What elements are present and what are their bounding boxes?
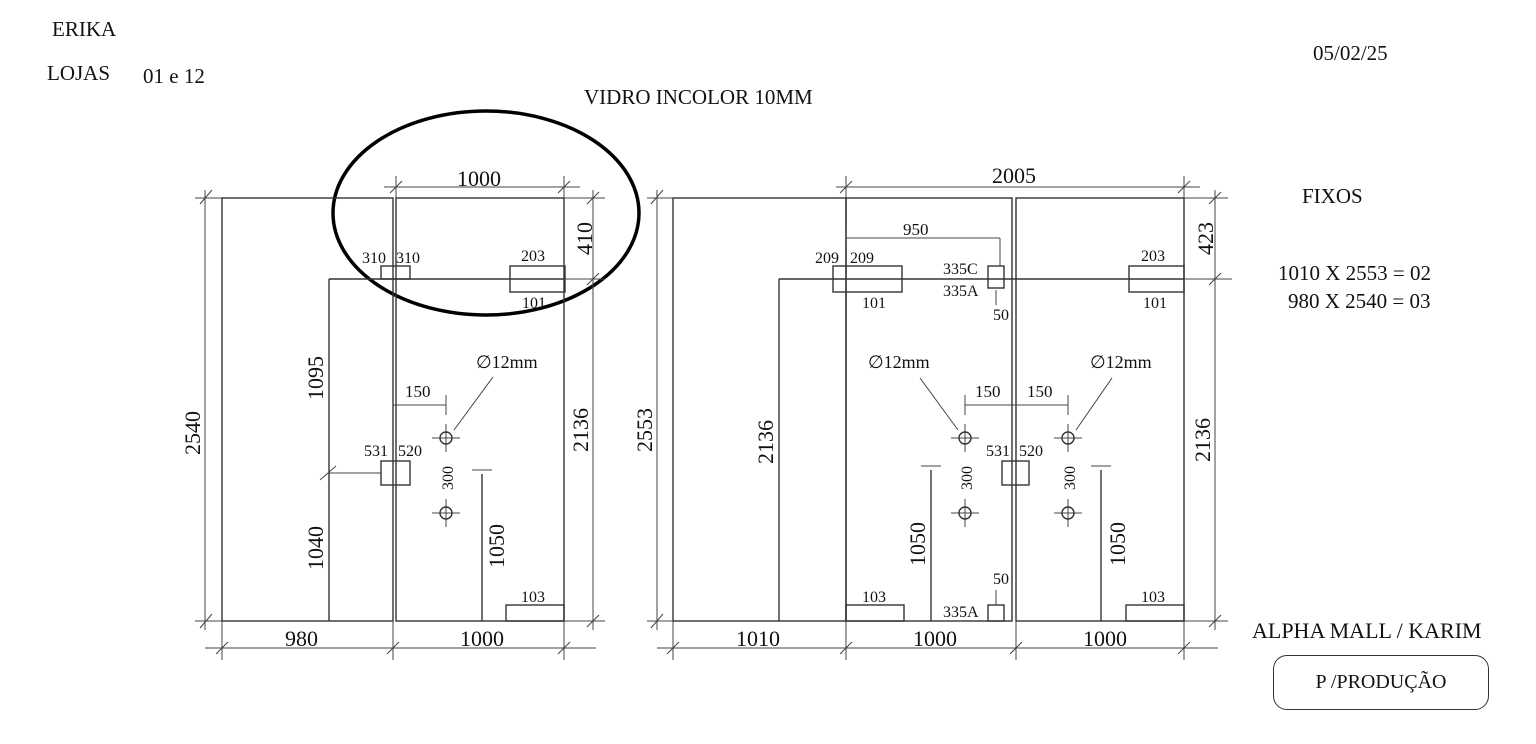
right-bottom-left: 1010 bbox=[736, 626, 780, 651]
right-hole-offset-left: 150 bbox=[975, 382, 1001, 401]
date: 05/02/25 bbox=[1313, 41, 1388, 65]
right-fitting-label: 103 bbox=[862, 589, 886, 606]
left-lower-height: 1040 bbox=[303, 526, 328, 570]
right-panel: 2553 2005 423 950 2136 2136 1050 1050 10… bbox=[632, 163, 1232, 660]
left-hole-offset: 150 bbox=[405, 382, 431, 401]
right-hole-left-top bbox=[958, 431, 972, 445]
right-hole-left-bottom bbox=[958, 506, 972, 520]
right-fitting-label: 209 bbox=[850, 250, 874, 267]
right-overall-height: 2553 bbox=[632, 408, 657, 452]
right-fitting-label: 203 bbox=[1141, 248, 1165, 265]
project-name: ALPHA MALL / KARIM bbox=[1252, 618, 1482, 643]
left-handle-height: 1050 bbox=[484, 524, 509, 568]
right-top-width: 2005 bbox=[992, 163, 1036, 188]
right-hole-spacing-left: 300 bbox=[959, 466, 976, 490]
left-panel: ∅12mm 150 300 2540 1000 410 1095 1040 21… bbox=[180, 166, 605, 660]
left-fitting-label: 101 bbox=[522, 295, 546, 312]
right-fitting-103-right bbox=[1125, 604, 1185, 622]
fixed-item-1: 1010 X 2553 = 02 bbox=[1278, 261, 1432, 285]
right-hole-offset-right: 150 bbox=[1027, 382, 1053, 401]
right-fitting-531 bbox=[1001, 460, 1030, 486]
right-hole-label-right: ∅12mm bbox=[1090, 352, 1152, 372]
right-handle-left: 1050 bbox=[905, 522, 930, 566]
right-fitting-label: 531 bbox=[986, 443, 1010, 460]
left-fitting-label: 310 bbox=[396, 250, 420, 267]
left-fitting-label: 203 bbox=[521, 248, 545, 265]
right-fitting-label: 50 bbox=[993, 571, 1009, 588]
right-fitting-label: 335A bbox=[943, 604, 979, 621]
right-handle-right: 1050 bbox=[1105, 522, 1130, 566]
left-top-height: 410 bbox=[572, 222, 597, 255]
left-hole-label: ∅12mm bbox=[476, 352, 538, 372]
stores-value: 01 e 12 bbox=[143, 64, 205, 88]
right-bottom-mid: 1000 bbox=[913, 626, 957, 651]
stores-label: LOJAS bbox=[47, 61, 111, 85]
right-offset: 950 bbox=[903, 220, 929, 239]
left-fitting-label: 520 bbox=[398, 443, 422, 460]
right-hole-label-left: ∅12mm bbox=[868, 352, 930, 372]
right-fitting-label: 101 bbox=[1143, 295, 1167, 312]
production-stamp: P /PRODUÇÃO bbox=[1273, 655, 1489, 710]
right-fitting-label: 520 bbox=[1019, 443, 1043, 460]
left-hole-top bbox=[439, 431, 453, 445]
left-bottom-left: 980 bbox=[285, 626, 318, 651]
left-top-width: 1000 bbox=[457, 166, 501, 191]
right-hole-spacing-right: 300 bbox=[1062, 466, 1079, 490]
right-fitting-335a-bottom bbox=[987, 604, 1005, 622]
left-fitting-label: 531 bbox=[364, 443, 388, 460]
left-fitting-label: 310 bbox=[362, 250, 386, 267]
left-fitting-label: 103 bbox=[521, 589, 545, 606]
left-fixed-glass bbox=[221, 197, 394, 622]
right-fitting-label: 209 bbox=[815, 250, 839, 267]
right-fitting-label: 103 bbox=[1141, 589, 1165, 606]
right-door-height: 2136 bbox=[1190, 418, 1215, 462]
right-fitting-label: 335A bbox=[943, 283, 979, 300]
right-fitting-209 bbox=[832, 265, 903, 293]
left-overall-height: 2540 bbox=[180, 411, 205, 455]
right-fitting-103-left bbox=[845, 604, 905, 622]
right-door-right-glass bbox=[1015, 197, 1185, 622]
left-fitting-top-small bbox=[380, 265, 411, 280]
right-fitting-label: 101 bbox=[862, 295, 886, 312]
left-fixed-height: 1095 bbox=[303, 356, 328, 400]
left-door-height: 2136 bbox=[568, 408, 593, 452]
left-door-glass bbox=[395, 197, 565, 622]
client-name: ERIKA bbox=[52, 17, 117, 41]
right-fitting-335c bbox=[987, 265, 1005, 289]
right-bottom-right: 1000 bbox=[1083, 626, 1127, 651]
production-stamp-label: P /PRODUÇÃO bbox=[1315, 671, 1447, 693]
right-hole-right-bottom bbox=[1061, 506, 1075, 520]
fixed-item-2: 980 X 2540 = 03 bbox=[1288, 289, 1431, 313]
left-hole-bottom bbox=[439, 506, 453, 520]
fixed-title: FIXOS bbox=[1302, 184, 1363, 208]
right-top-height: 423 bbox=[1193, 222, 1218, 255]
left-fitting-103 bbox=[505, 604, 565, 622]
highlight-circle bbox=[331, 109, 641, 317]
right-fitting-label: 335C bbox=[943, 261, 978, 278]
right-fitting-label: 50 bbox=[993, 307, 1009, 324]
right-door-left-glass bbox=[845, 197, 1013, 622]
right-hole-right-top bbox=[1061, 431, 1075, 445]
right-fixed-height: 2136 bbox=[753, 420, 778, 464]
material-title: VIDRO INCOLOR 10MM bbox=[584, 85, 813, 109]
left-hole-spacing: 300 bbox=[440, 466, 457, 490]
left-bottom-right: 1000 bbox=[460, 626, 504, 651]
